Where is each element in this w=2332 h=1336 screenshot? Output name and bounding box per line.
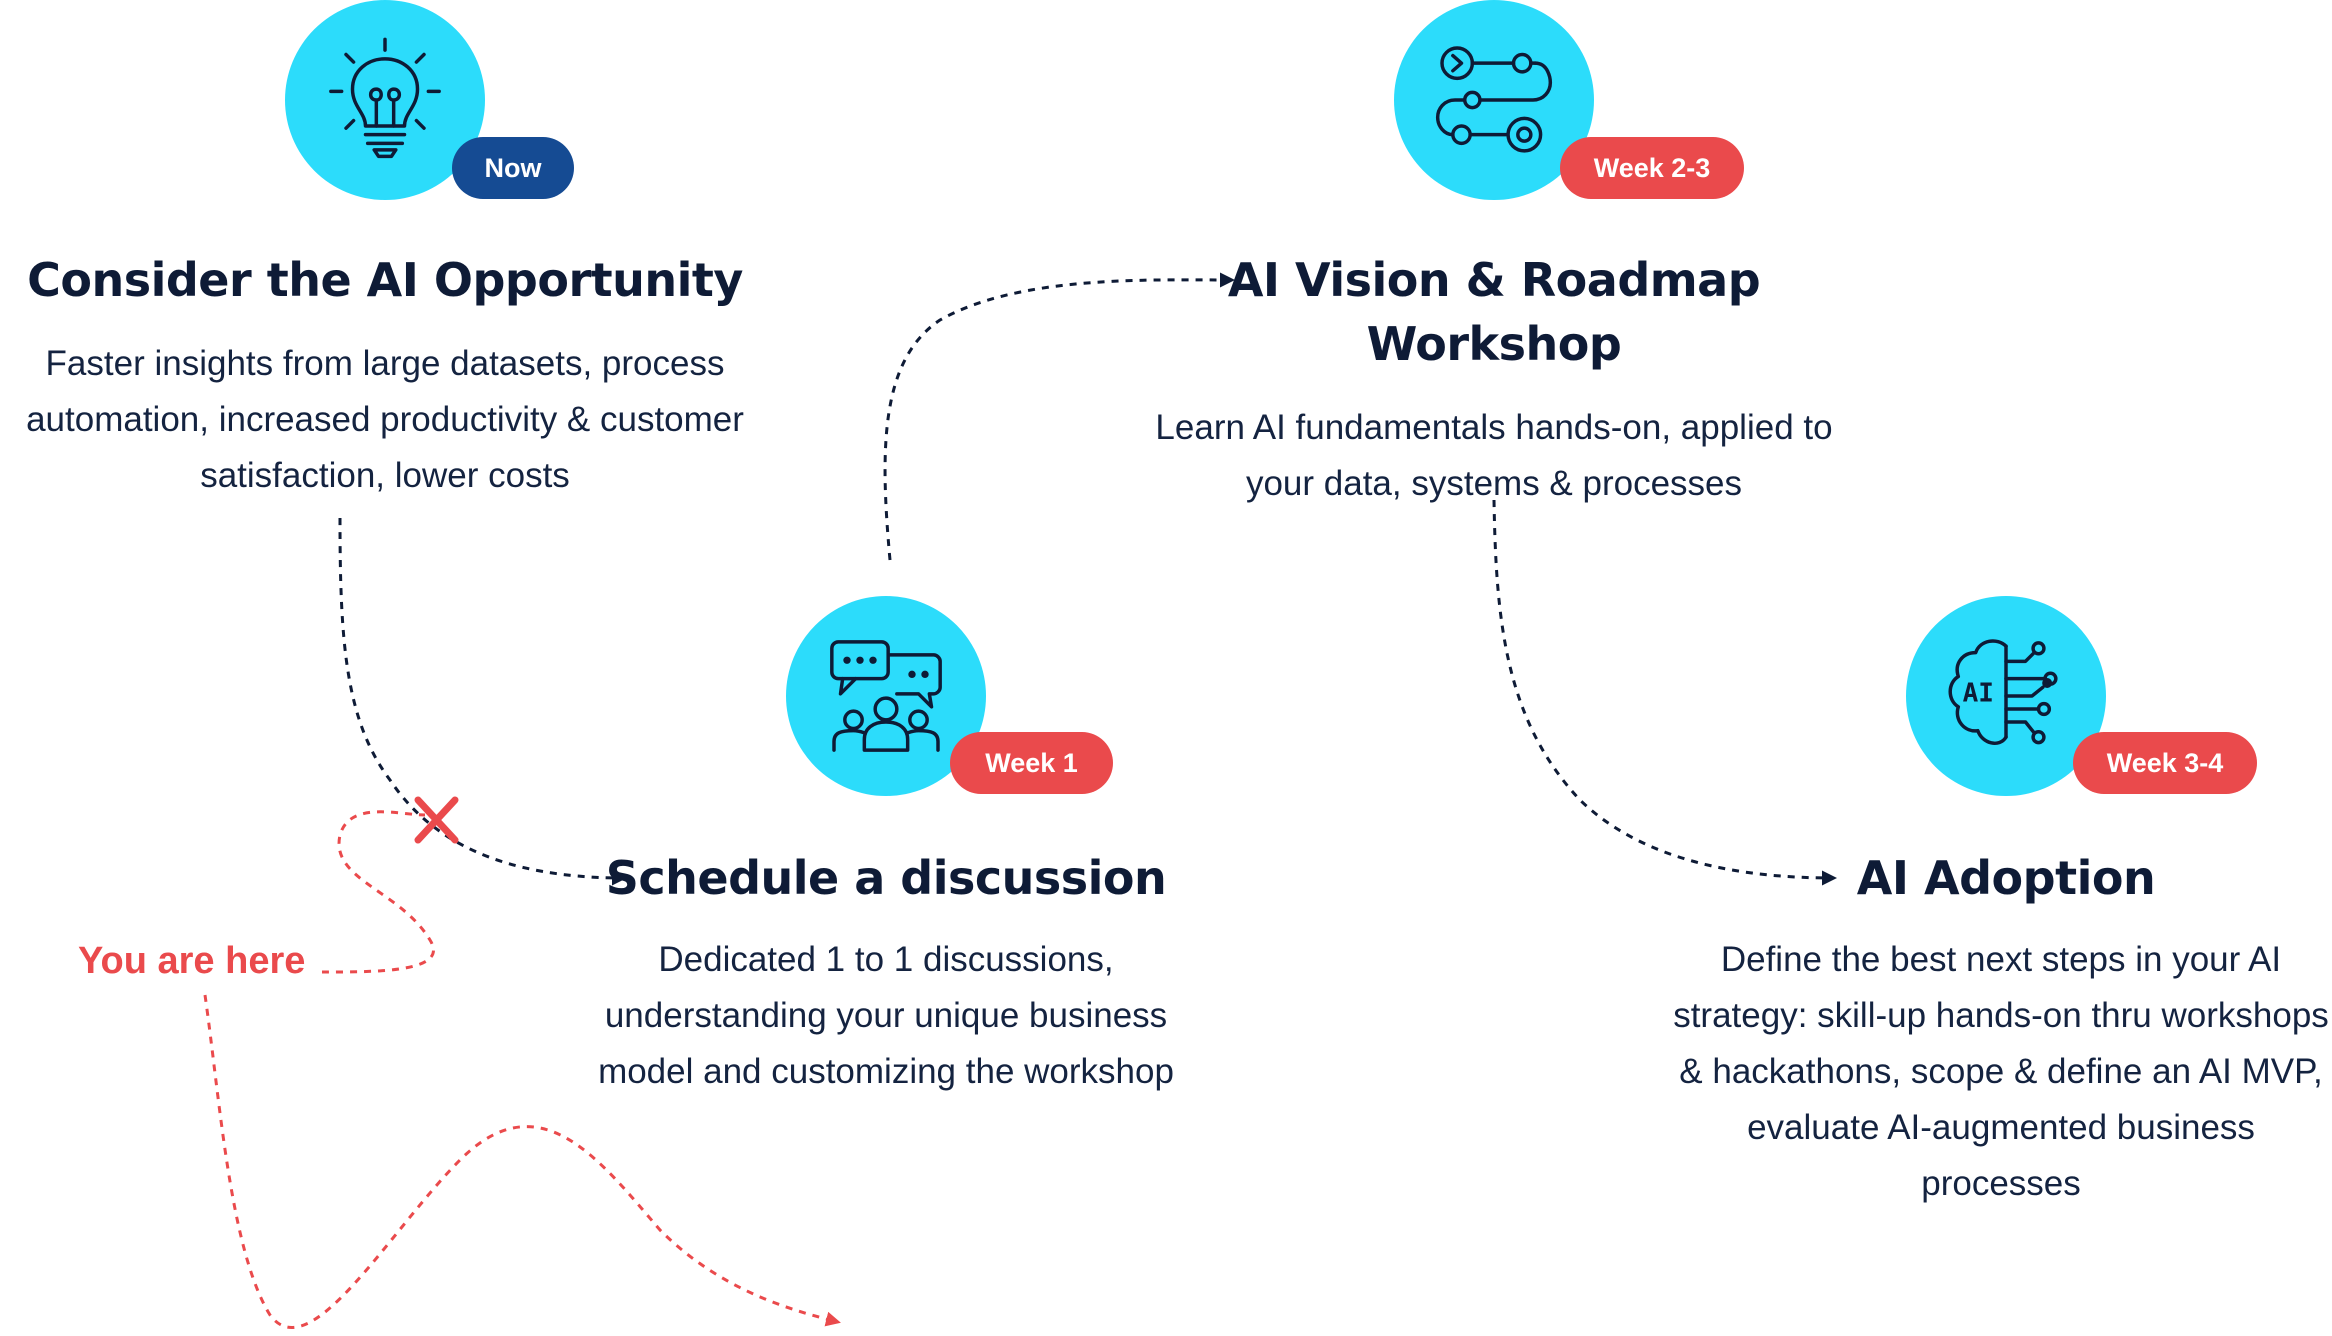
- badge-week-2-3: Week 2-3: [1560, 137, 1744, 199]
- step-schedule-title: Schedule a discussion: [605, 851, 1167, 905]
- step-adoption-description: Define the best next steps in your AI st…: [1673, 940, 2329, 1203]
- step-adoption-title: AI Adoption: [1856, 851, 2156, 905]
- workflow-icon: [1435, 46, 1553, 153]
- connector-workshop-to-adoption: [1492, 499, 1837, 886]
- discussion-group-icon: [830, 640, 942, 752]
- badge-now: Now: [452, 137, 574, 199]
- connector-consider-to-schedule: [338, 517, 627, 886]
- you-are-here-label: You are here: [78, 940, 306, 982]
- ai-brain-icon: AI: [1948, 639, 2058, 746]
- badge-week-1: Week 1: [950, 732, 1113, 794]
- step-consider-description: Faster insights from large datasets, pro…: [26, 344, 744, 495]
- marker-trail-upper: [321, 810, 435, 974]
- badge-week-3-4: Week 3-4: [2073, 732, 2257, 794]
- connector-schedule-to-workshop: [883, 272, 1235, 561]
- step-consider-icon-circle: [285, 0, 485, 200]
- cross-marker-icon: [414, 796, 459, 844]
- marker-trail-lower: [203, 994, 841, 1329]
- step-workshop-title: AI Vision & Roadmap Workshop: [1227, 253, 1761, 371]
- step-schedule-description: Dedicated 1 to 1 discussions, understand…: [598, 940, 1174, 1091]
- step-workshop-description: Learn AI fundamentals hands-on, applied …: [1155, 408, 1833, 503]
- step-adoption-icon-circle: AI: [1906, 596, 2106, 796]
- step-consider-title: Consider the AI Opportunity: [27, 253, 743, 307]
- lightbulb-icon: [329, 37, 441, 159]
- svg-text:AI: AI: [1963, 678, 1994, 708]
